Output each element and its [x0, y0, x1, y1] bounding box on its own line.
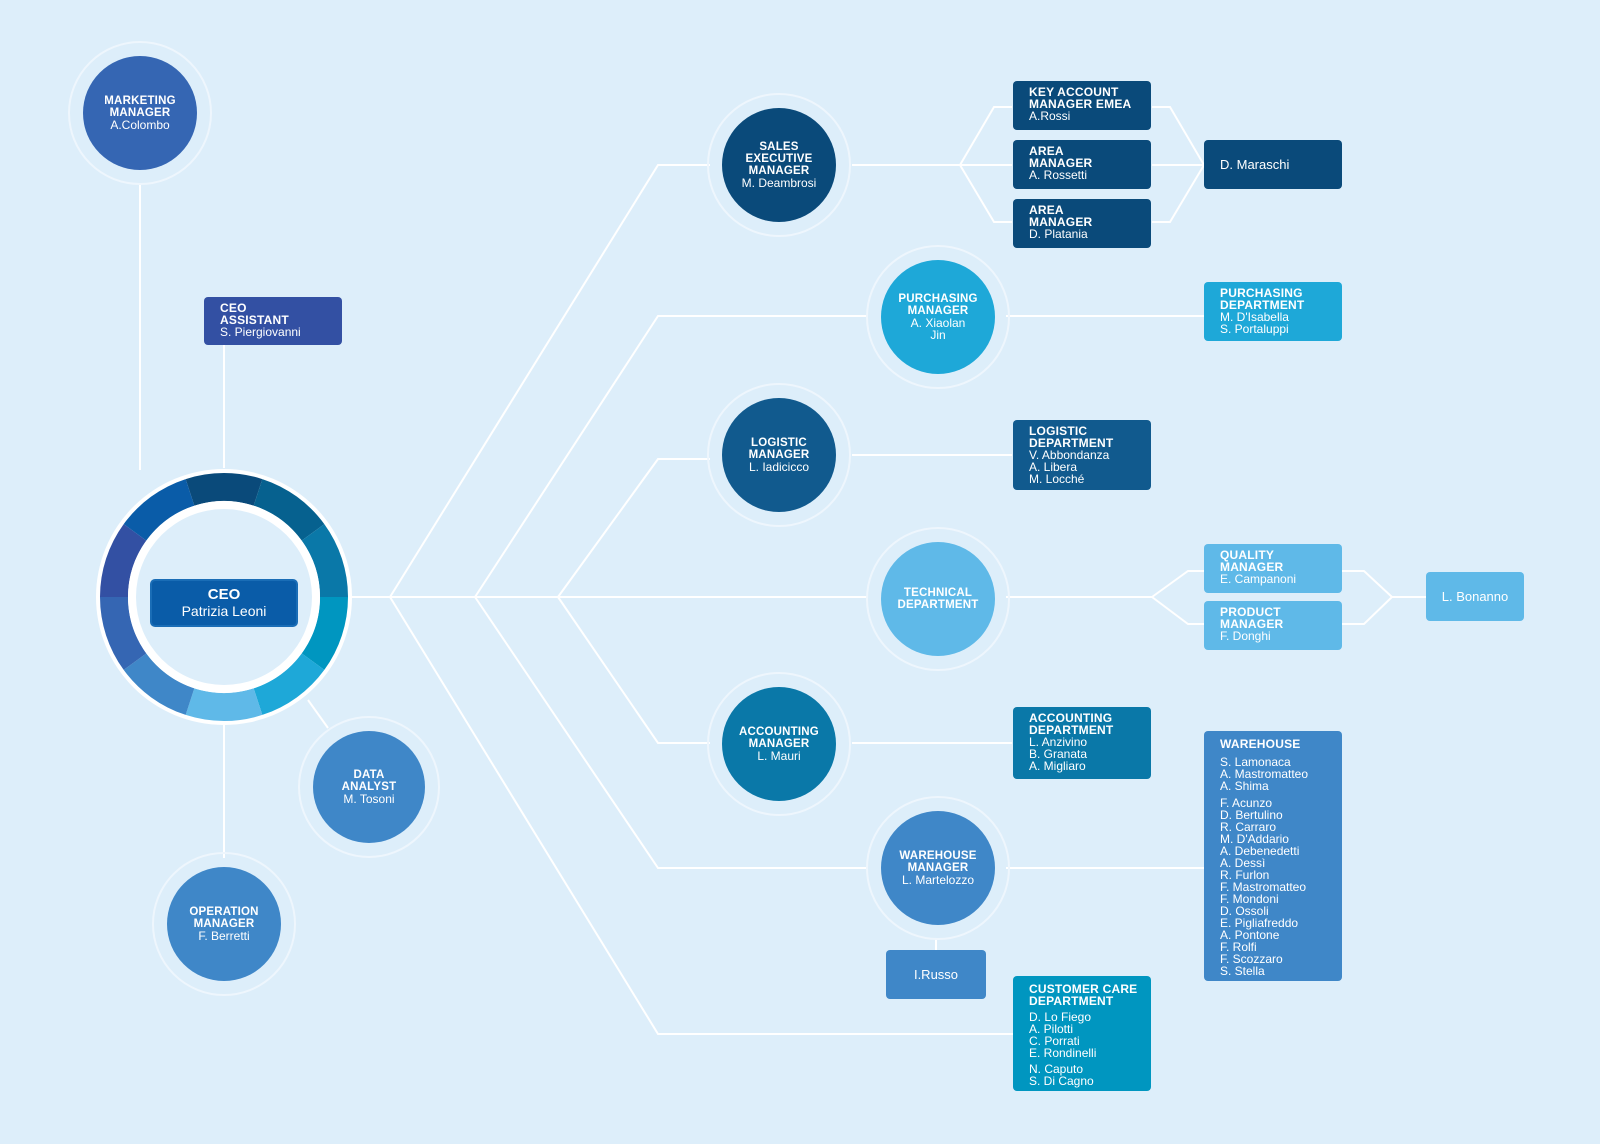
- operation-manager-name: F. Berretti: [198, 929, 250, 943]
- purchasing-manager-node[interactable]: PURCHASING MANAGER A. Xiaolan Jin: [881, 260, 995, 374]
- ceo-node[interactable]: CEO Patrizia Leoni: [152, 581, 296, 625]
- logistic-manager-node[interactable]: LOGISTIC MANAGER L. Iadicicco: [722, 398, 836, 512]
- customer-care-department-node[interactable]: CUSTOMER CARE DEPARTMENT D. Lo Fiego A. …: [1013, 976, 1151, 1091]
- russo-node[interactable]: I.Russo: [886, 950, 986, 999]
- customer-care-group-1: D. Lo Fiego A. Pilotti C. Porrati E. Ron…: [1029, 1010, 1097, 1060]
- bonanno-node[interactable]: L. Bonanno: [1426, 572, 1524, 621]
- logistic-manager-title: LOGISTIC MANAGER: [748, 437, 810, 461]
- warehouse-group-1: S. Lamonaca A. Mastromatteo A. Shima: [1220, 754, 1309, 793]
- logistic-manager-halo: [707, 383, 851, 527]
- area-manager-name: D. Platania: [1029, 227, 1088, 241]
- accounting-department-title: ACCOUNTING DEPARTMENT: [1029, 711, 1114, 737]
- technical-department-node[interactable]: TECHNICAL DEPARTMENT: [881, 542, 995, 656]
- customer-care-title: CUSTOMER CARE DEPARTMENT: [1029, 982, 1138, 1008]
- technical-department-title: TECHNICAL DEPARTMENT: [897, 587, 979, 611]
- ceo-ring-segment: [301, 597, 348, 670]
- quality-manager-name: E. Campanoni: [1220, 572, 1297, 586]
- ceo-assistant-node[interactable]: CEO ASSISTANT S. Piergiovanni: [204, 297, 342, 345]
- key-account-manager-name: A.Rossi: [1029, 109, 1071, 123]
- warehouse-manager-halo: [866, 796, 1010, 940]
- data-analyst-title: DATA ANALYST: [341, 769, 397, 793]
- marketing-manager-name: A.Colombo: [110, 118, 170, 132]
- ceo-title: CEO: [207, 586, 241, 603]
- sales-executive-node[interactable]: SALES EXECUTIVE MANAGER M. Deambrosi: [722, 108, 836, 222]
- key-account-manager-node[interactable]: KEY ACCOUNT MANAGER EMEA A.Rossi: [1013, 81, 1151, 130]
- accounting-manager-name: L. Mauri: [757, 749, 801, 763]
- purchasing-manager-halo: [866, 245, 1010, 389]
- accounting-manager-node[interactable]: ACCOUNTING MANAGER L. Mauri: [722, 687, 836, 801]
- data-analyst-halo: [298, 716, 440, 858]
- customer-care-group-2: N. Caputo S. Di Cagno: [1029, 1062, 1094, 1088]
- sales-executive-title: SALES EXECUTIVE MANAGER: [745, 141, 813, 177]
- warehouse-group-2: F. Acunzo D. Bertulino R. Carraro M. D'A…: [1220, 796, 1307, 978]
- maraschi-node[interactable]: D. Maraschi: [1204, 140, 1342, 189]
- ceo-ring-segment: [123, 653, 195, 715]
- area-manager-rossetti-node[interactable]: AREA MANAGER A. Rossetti: [1013, 140, 1151, 189]
- purchasing-department-names: M. D'Isabella S. Portaluppi: [1220, 310, 1289, 336]
- sales-executive-name: M. Deambrosi: [741, 176, 817, 190]
- product-manager-node[interactable]: PRODUCT MANAGER F. Donghi: [1204, 601, 1342, 650]
- purchasing-manager-name: A. Xiaolan Jin: [910, 316, 966, 342]
- marketing-manager-halo: [68, 41, 212, 185]
- logistic-department-names: V. Abbondanza A. Libera M. Locché: [1029, 448, 1110, 486]
- purchasing-manager-title: PURCHASING MANAGER: [898, 293, 978, 317]
- purchasing-department-title: PURCHASING DEPARTMENT: [1220, 286, 1305, 312]
- logistic-department-title: LOGISTIC DEPARTMENT: [1029, 424, 1114, 450]
- accounting-department-node[interactable]: ACCOUNTING DEPARTMENT L. Anzivino B. Gra…: [1013, 707, 1151, 779]
- quality-manager-node[interactable]: QUALITY MANAGER E. Campanoni: [1204, 544, 1342, 593]
- ceo-ring-segment: [185, 688, 263, 721]
- ceo-ring-segment: [253, 479, 325, 541]
- accounting-manager-halo: [707, 672, 851, 816]
- warehouse-manager-name: L. Martelozzo: [901, 873, 975, 887]
- purchasing-department-node[interactable]: PURCHASING DEPARTMENT M. D'Isabella S. P…: [1204, 282, 1342, 341]
- key-account-manager-title: KEY ACCOUNT MANAGER EMEA: [1029, 85, 1132, 111]
- ceo-ring-segment: [253, 653, 325, 715]
- ceo-assistant-title: CEO ASSISTANT: [220, 301, 289, 327]
- maraschi-name: D. Maraschi: [1220, 157, 1290, 172]
- ceo-ring-segment: [100, 524, 147, 597]
- ceo-assistant-name: S. Piergiovanni: [220, 325, 301, 339]
- area-manager-title: AREA MANAGER: [1029, 144, 1093, 170]
- operation-manager-halo: [152, 852, 296, 996]
- product-manager-title: PRODUCT MANAGER: [1220, 605, 1284, 631]
- warehouse-department-node[interactable]: WAREHOUSE S. Lamonaca A. Mastromatteo A.…: [1204, 731, 1342, 981]
- technical-department-halo: [866, 527, 1010, 671]
- data-analyst-name: M. Tosoni: [343, 792, 395, 806]
- sales-executive-halo: [707, 93, 851, 237]
- data-analyst-node[interactable]: DATA ANALYST M. Tosoni: [313, 731, 425, 843]
- ceo-ring-segment: [100, 597, 147, 670]
- logistic-manager-name: L. Iadicicco: [748, 460, 810, 474]
- bonanno-name: L. Bonanno: [1441, 589, 1509, 604]
- quality-manager-title: QUALITY MANAGER: [1220, 548, 1284, 574]
- accounting-manager-title: ACCOUNTING MANAGER: [739, 726, 819, 750]
- area-manager-name: A. Rossetti: [1029, 168, 1088, 182]
- area-manager-platania-node[interactable]: AREA MANAGER D. Platania: [1013, 199, 1151, 248]
- marketing-manager-node[interactable]: MARKETING MANAGER A.Colombo: [83, 56, 197, 170]
- warehouse-manager-node[interactable]: WAREHOUSE MANAGER L. Martelozzo: [881, 811, 995, 925]
- warehouse-title: WAREHOUSE: [1220, 737, 1301, 751]
- russo-name: I.Russo: [913, 967, 959, 982]
- product-manager-name: F. Donghi: [1220, 629, 1271, 643]
- ceo-ring-segment: [185, 473, 263, 506]
- ceo-name: Patrizia Leoni: [181, 603, 267, 619]
- accounting-department-names: L. Anzivino B. Granata A. Migliaro: [1029, 735, 1088, 773]
- marketing-manager-title: MARKETING MANAGER: [104, 95, 176, 119]
- warehouse-manager-title: WAREHOUSE MANAGER: [899, 850, 977, 874]
- area-manager-title: AREA MANAGER: [1029, 203, 1093, 229]
- ceo-ring-segment: [301, 524, 348, 597]
- ceo-ring-segment: [123, 479, 195, 541]
- logistic-department-node[interactable]: LOGISTIC DEPARTMENT V. Abbondanza A. Lib…: [1013, 420, 1151, 490]
- operation-manager-node[interactable]: OPERATION MANAGER F. Berretti: [167, 867, 281, 981]
- operation-manager-title: OPERATION MANAGER: [189, 906, 259, 930]
